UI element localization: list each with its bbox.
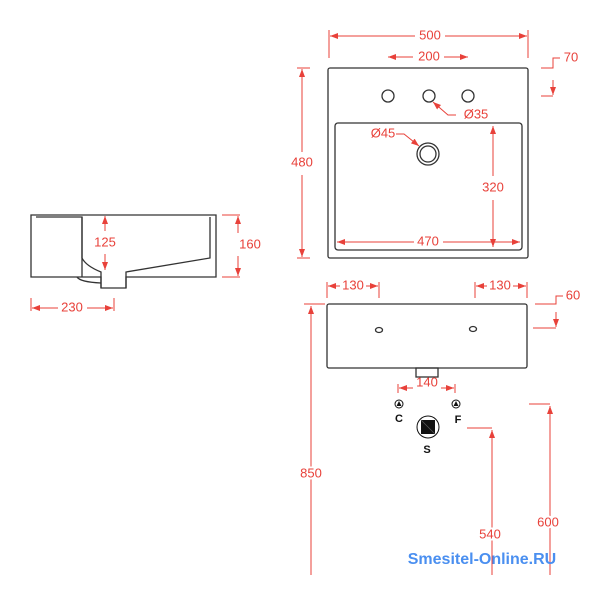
dim-hole-height: 60: [566, 287, 580, 302]
front-view: 130 130 60 140 C F S 850 540 600: [298, 277, 580, 575]
side-outline: [30, 214, 217, 289]
cold-valve-icon: [394, 399, 404, 409]
side-view: 125 160 230: [30, 214, 261, 314]
dim-drain-offset: 230: [61, 299, 83, 314]
dim-height: 160: [239, 236, 261, 251]
dim-tap-offset: 70: [564, 49, 578, 64]
front-outline: [326, 303, 528, 369]
label-tap-hole: Ø35: [464, 106, 489, 121]
dim-basin-width: 470: [417, 233, 439, 248]
dim-basin-depth: 320: [482, 179, 504, 194]
label-waste: S: [423, 444, 430, 456]
label-hot: F: [455, 414, 462, 426]
side-lip: [76, 276, 102, 284]
dim-depth: 480: [291, 154, 313, 169]
dim-right-offset: 130: [489, 277, 511, 292]
side-bowl-profile: [81, 217, 211, 288]
drain-stub: [415, 367, 439, 378]
drain-icon: [416, 142, 440, 166]
dim-tap-spacing: 200: [418, 48, 440, 63]
dim-valve-height: 600: [537, 514, 559, 529]
top-view: 500 200 70 480 320 470 Ø35 Ø45: [291, 27, 578, 259]
tap-hole-icon: [381, 89, 395, 103]
hot-valve-icon: [451, 399, 461, 409]
dim-bowl-depth: 125: [94, 234, 116, 249]
side-inner-wall: [36, 216, 83, 277]
dim-valve-spacing: 140: [416, 374, 438, 389]
dim-mount-height: 850: [300, 465, 322, 480]
dim-waste-height: 540: [479, 526, 501, 541]
label-cold: C: [395, 413, 403, 425]
dim-width: 500: [419, 27, 441, 42]
waste-outlet-icon: [416, 415, 440, 439]
tap-hole-icon: [422, 89, 436, 103]
basin-outline: [334, 122, 523, 251]
tap-hole-icon: [461, 89, 475, 103]
dim-left-offset: 130: [342, 277, 364, 292]
fixing-hole-icon: [468, 325, 478, 333]
top-outline: [327, 67, 529, 259]
watermark: Smesitel-Online.RU: [408, 551, 556, 568]
label-drain: Ø45: [371, 125, 396, 140]
fixing-hole-icon: [374, 326, 384, 334]
